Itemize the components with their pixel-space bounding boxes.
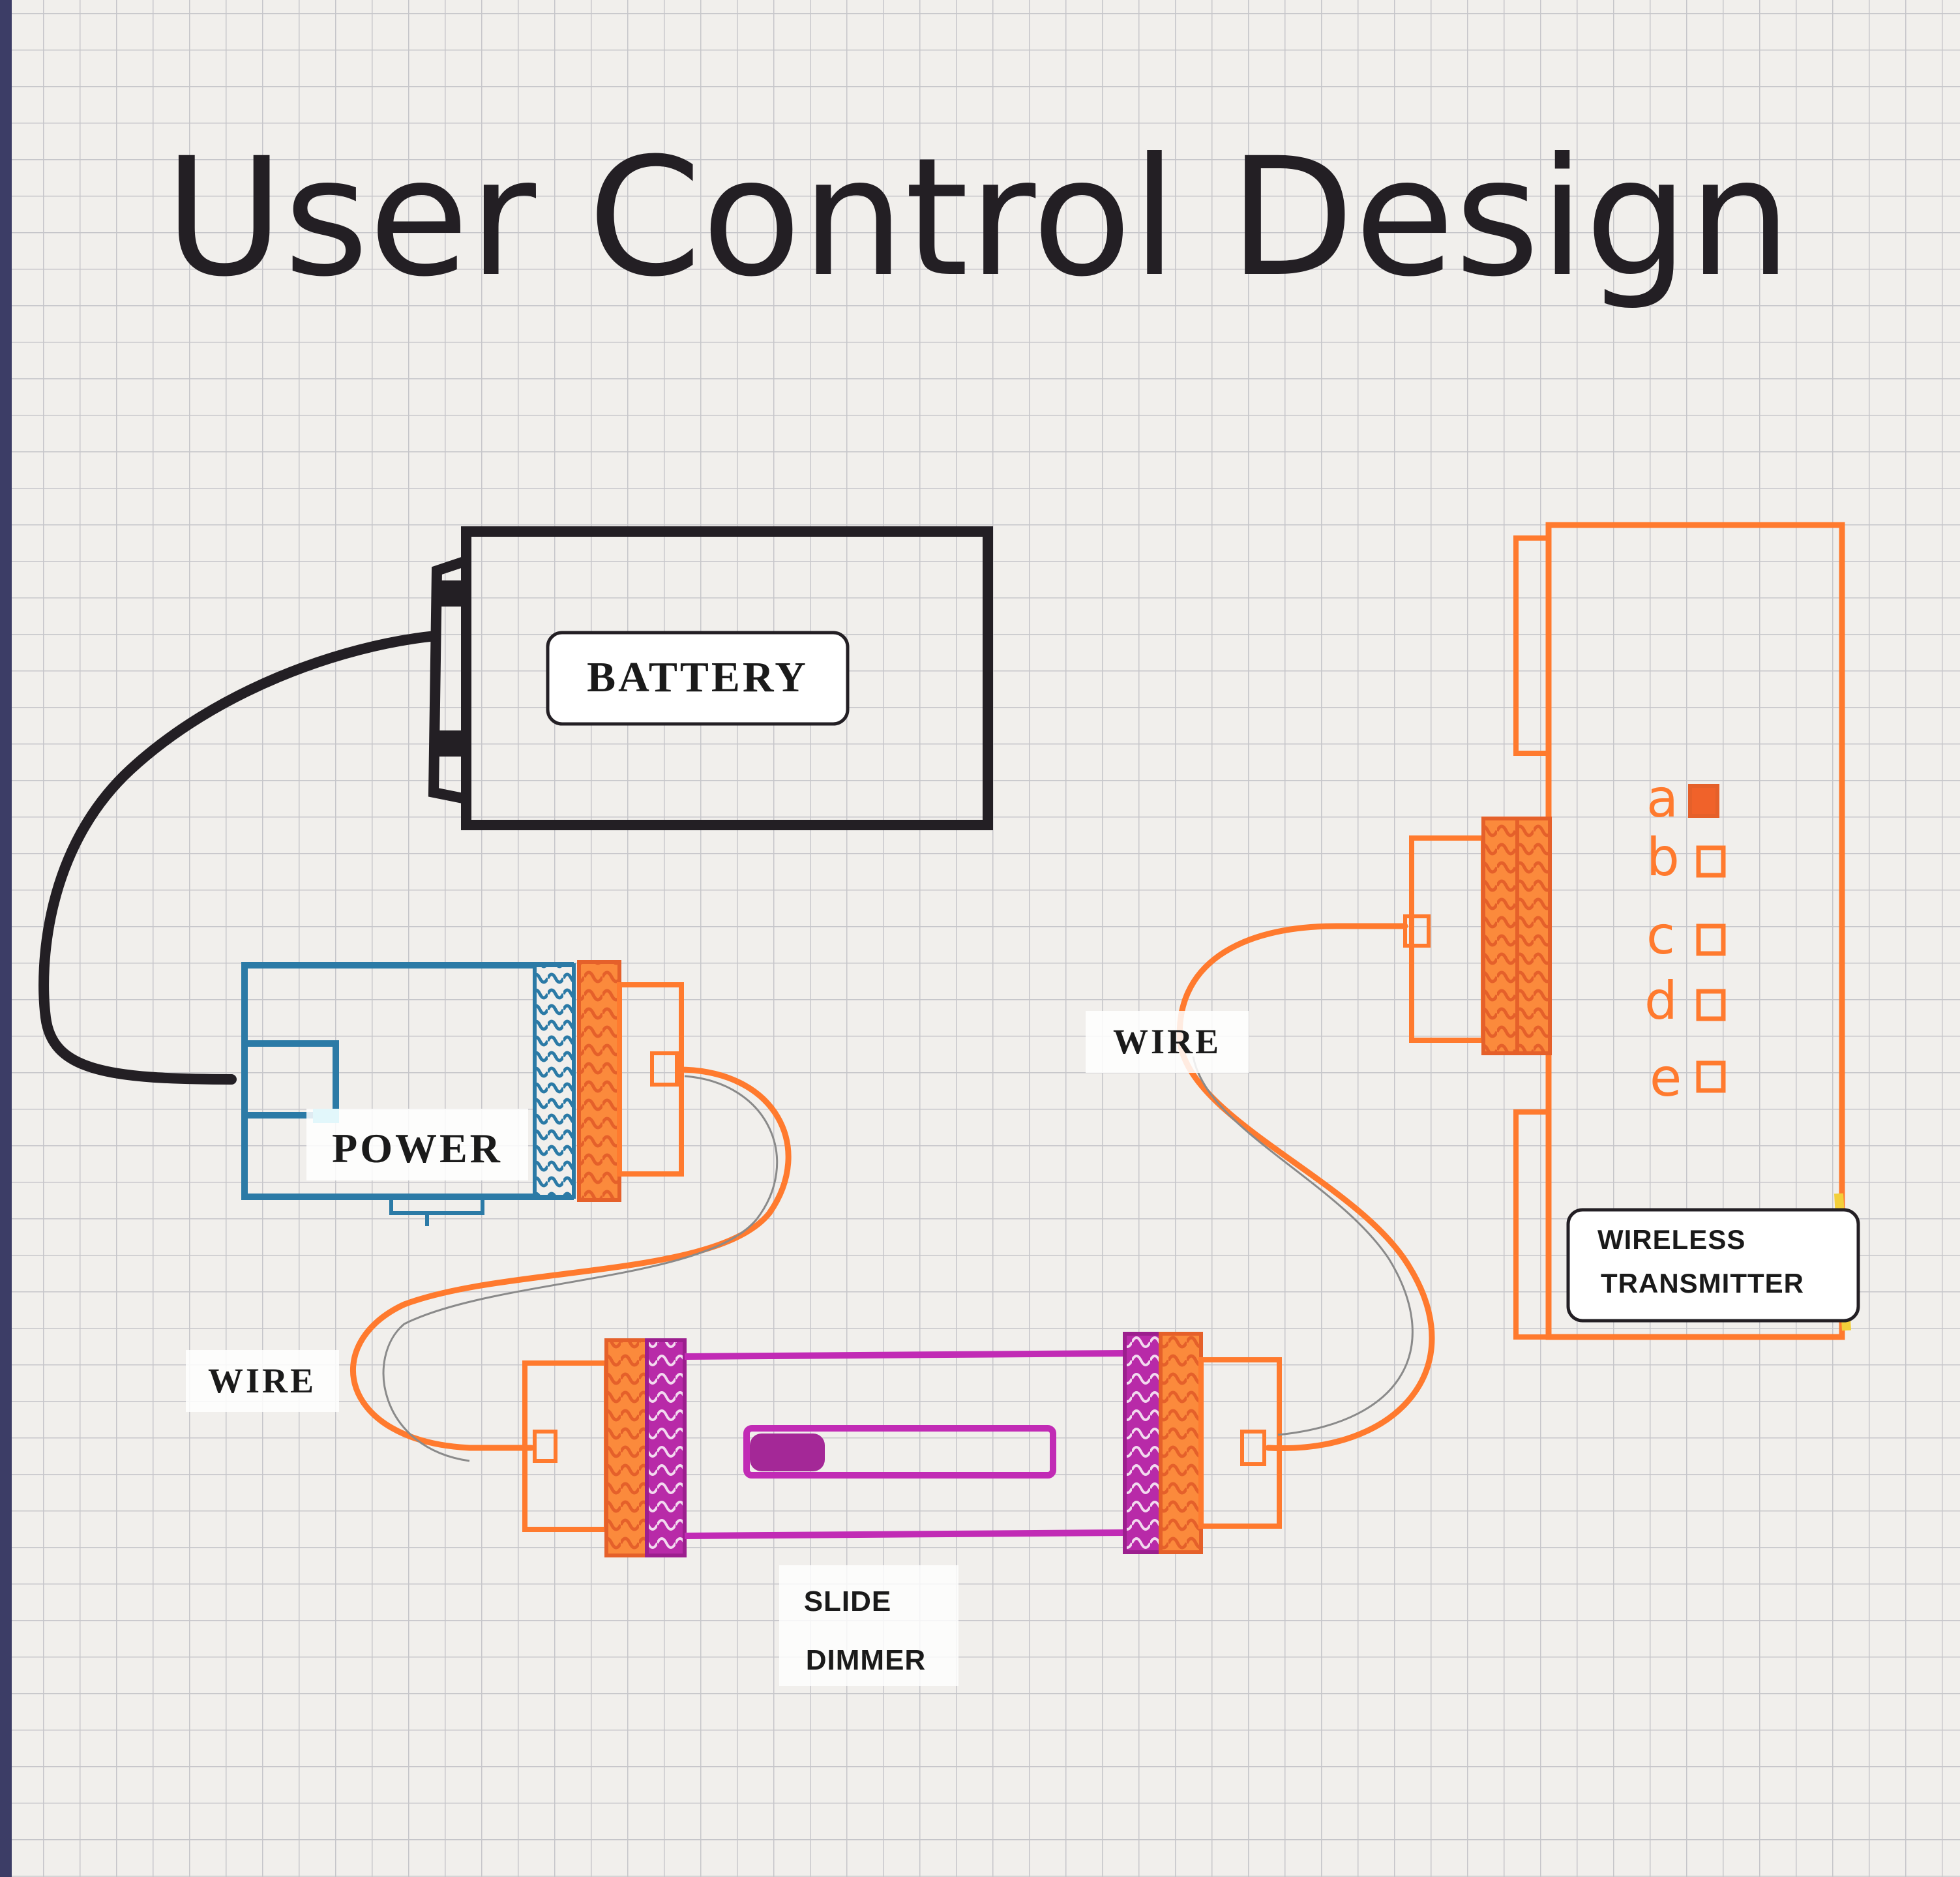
wire-right-pencil <box>1192 1056 1414 1436</box>
channel-list: a b c d e <box>1644 768 1726 1108</box>
paper-edge <box>0 0 12 1877</box>
slide-dimmer-block <box>522 1332 1282 1557</box>
slider-knob <box>750 1434 825 1471</box>
channel-checkbox[interactable] <box>1696 845 1726 878</box>
wireless-transmitter-block <box>1403 522 1851 1340</box>
power-label: POWER <box>332 1125 503 1171</box>
page-title: User Control Design <box>164 123 1792 312</box>
battery-label: BATTERY <box>587 653 809 701</box>
dimmer-label-box <box>779 1565 958 1686</box>
wire-left-label-box <box>186 1350 339 1412</box>
channel-letter: c <box>1646 905 1675 966</box>
channel-checkbox[interactable] <box>1696 989 1726 1021</box>
wire-left-label: WIRE <box>208 1361 316 1400</box>
channel-letter: b <box>1646 827 1680 888</box>
battery-cable <box>38 631 441 1085</box>
power-output-connector <box>577 960 684 1202</box>
dimmer-label-line2: DIMMER <box>806 1644 926 1676</box>
channel-checkbox[interactable] <box>1696 1060 1726 1093</box>
channel-letter: a <box>1646 768 1678 829</box>
wire-right-label: WIRE <box>1113 1022 1221 1061</box>
wireless-label-box <box>1566 1208 1860 1323</box>
wire-right-label-box <box>1086 1011 1249 1073</box>
channel-checkbox[interactable] <box>1696 923 1726 956</box>
power-label-box <box>306 1109 528 1180</box>
slider-track <box>743 1425 1056 1479</box>
power-block: POWER <box>241 962 576 1226</box>
battery-label-box <box>546 631 850 726</box>
wireless-label-line1: WIRELESS <box>1597 1224 1745 1255</box>
channel-checkbox-selected[interactable] <box>1688 784 1719 818</box>
wireless-label-line2: TRANSMITTER <box>1601 1268 1804 1299</box>
wire-right <box>1176 923 1435 1452</box>
channel-letter: d <box>1644 970 1678 1031</box>
channel-letter: e <box>1650 1047 1682 1108</box>
wire-left <box>349 1066 792 1451</box>
battery-block: BATTERY <box>428 526 993 830</box>
wire-left-pencil <box>382 1075 779 1462</box>
dimmer-label-line1: SLIDE <box>804 1585 892 1617</box>
